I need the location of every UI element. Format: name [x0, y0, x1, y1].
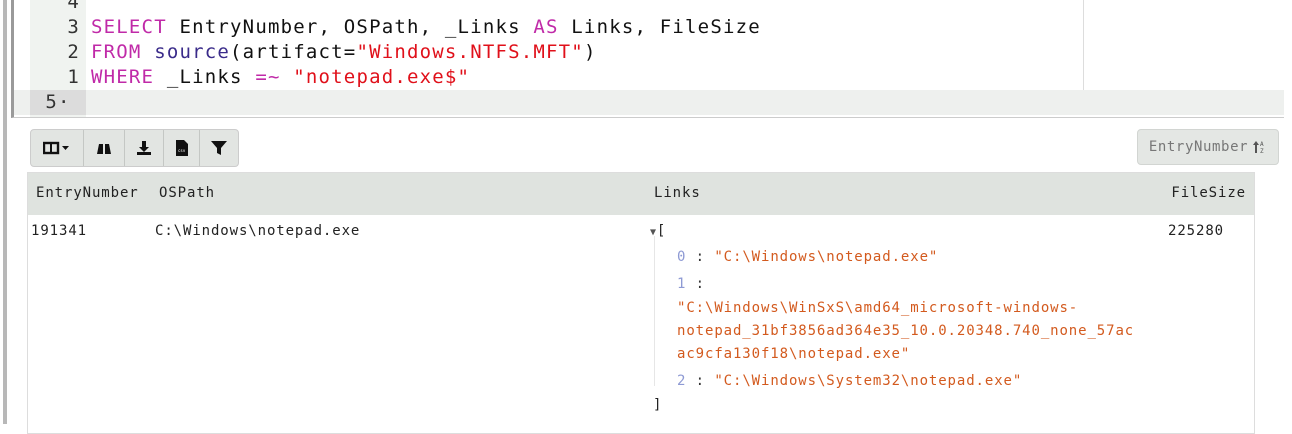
code-token: SELECT: [91, 16, 167, 38]
array-value-line: ac9cfa130f18\notepad.exe": [677, 346, 911, 362]
header-filesize[interactable]: FileSize: [1171, 185, 1246, 201]
array-value: "C:\Windows\System32\notepad.exe": [714, 373, 1023, 389]
column-selector-icon: [43, 141, 69, 155]
code-token: FROM: [91, 41, 142, 63]
json-item-line: ac9cfa130f18\notepad.exe": [677, 346, 910, 362]
code-line[interactable]: 3 SELECT EntryNumber, OSPath, _Links AS L…: [14, 15, 1284, 40]
code-token: source: [154, 41, 231, 63]
download-button[interactable]: [125, 130, 164, 166]
code-token: WHERE: [91, 66, 155, 88]
download-icon: [137, 141, 151, 155]
collapse-toggle-icon[interactable]: ▼: [650, 227, 657, 238]
code-text: SELECT EntryNumber, OSPath, _Links AS Li…: [91, 15, 761, 40]
json-open: ▼[: [650, 223, 666, 239]
cell-ospath: C:\Windows\notepad.exe: [155, 223, 361, 239]
open-bracket: [: [656, 223, 667, 239]
header-entrynumber[interactable]: EntryNumber: [36, 185, 139, 201]
cell-entrynumber: 191341: [31, 223, 87, 239]
line-number: 5·: [30, 90, 86, 115]
code-token: =~: [255, 66, 281, 88]
json-item: 1 :: [677, 276, 706, 292]
array-index: 0: [677, 249, 687, 265]
left-border: [3, 0, 7, 424]
array-index: 1: [677, 276, 687, 292]
table-toolbar: csv: [30, 129, 239, 167]
json-item: 0 : "C:\Windows\notepad.exe": [677, 249, 939, 265]
json-item-line: "C:\Windows\WinSxS\amd64_microsoft-windo…: [677, 300, 1078, 316]
query-editor[interactable]: 4 3 SELECT EntryNumber, OSPath, _Links AS …: [11, 0, 1284, 118]
code-line[interactable]: 4: [14, 0, 1284, 15]
code-token: AS: [533, 16, 559, 38]
header-links[interactable]: Links: [654, 185, 701, 201]
array-value: "C:\Windows\notepad.exe": [714, 249, 939, 265]
code-token: "Windows.NTFS.MFT": [356, 41, 584, 63]
code-token: EntryNumber, OSPath, _Links: [166, 16, 534, 38]
export-csv-button[interactable]: csv: [164, 130, 200, 166]
header-ospath[interactable]: OSPath: [159, 185, 215, 201]
print-margin: [1083, 0, 1084, 112]
json-item: 2 : "C:\Windows\System32\notepad.exe": [677, 373, 1023, 389]
binoculars-icon: [97, 144, 111, 154]
array-value-line: "C:\Windows\WinSxS\amd64_microsoft-windo…: [677, 300, 1079, 316]
json-close: ]: [653, 397, 662, 413]
column-selector-button[interactable]: [31, 130, 84, 166]
svg-text:Z: Z: [1260, 148, 1264, 154]
code-token: Links, FileSize: [558, 16, 761, 38]
table-header: EntryNumber OSPath Links FileSize: [28, 173, 1254, 215]
svg-text:A: A: [1260, 141, 1264, 148]
code-text: FROM source(artifact="Windows.NTFS.MFT"): [91, 40, 597, 65]
code-line[interactable]: 1 WHERE _Links =~ "notepad.exe$": [14, 65, 1284, 90]
line-number: 4: [67, 0, 80, 13]
code-token: [281, 66, 294, 88]
line-number: 1: [67, 66, 80, 88]
code-line[interactable]: 2 FROM source(artifact="Windows.NTFS.MFT"…: [14, 40, 1284, 65]
code-token: _Links: [154, 66, 256, 88]
line-number: 2: [67, 41, 80, 63]
code-token: ): [583, 41, 597, 63]
code-token: (artifact=: [230, 41, 357, 63]
csv-file-icon: csv: [175, 140, 188, 156]
search-button[interactable]: [84, 130, 125, 166]
sort-column-label: EntryNumber: [1148, 139, 1249, 155]
array-value-line: notepad_31bf3856ad364e35_10.0.20348.740_…: [677, 323, 1135, 339]
tree-guide-line: [654, 236, 655, 386]
code-token: [142, 41, 155, 63]
array-index: 2: [677, 373, 687, 389]
json-item-line: notepad_31bf3856ad364e35_10.0.20348.740_…: [677, 323, 1134, 339]
code-text: WHERE _Links =~ "notepad.exe$": [91, 65, 470, 90]
sort-ascending-az-icon: AZ: [1253, 141, 1264, 154]
code-line[interactable]: 5·: [14, 90, 1284, 115]
code-token: "notepad.exe$": [293, 66, 471, 88]
close-bracket: ]: [653, 397, 663, 413]
results-table: EntryNumber OSPath Links FileSize 191341…: [27, 172, 1255, 434]
cell-filesize: 225280: [1168, 223, 1224, 239]
line-number: 3: [67, 16, 80, 38]
filter-button[interactable]: [200, 130, 238, 166]
svg-text:csv: csv: [178, 148, 186, 153]
filter-icon: [211, 141, 227, 155]
